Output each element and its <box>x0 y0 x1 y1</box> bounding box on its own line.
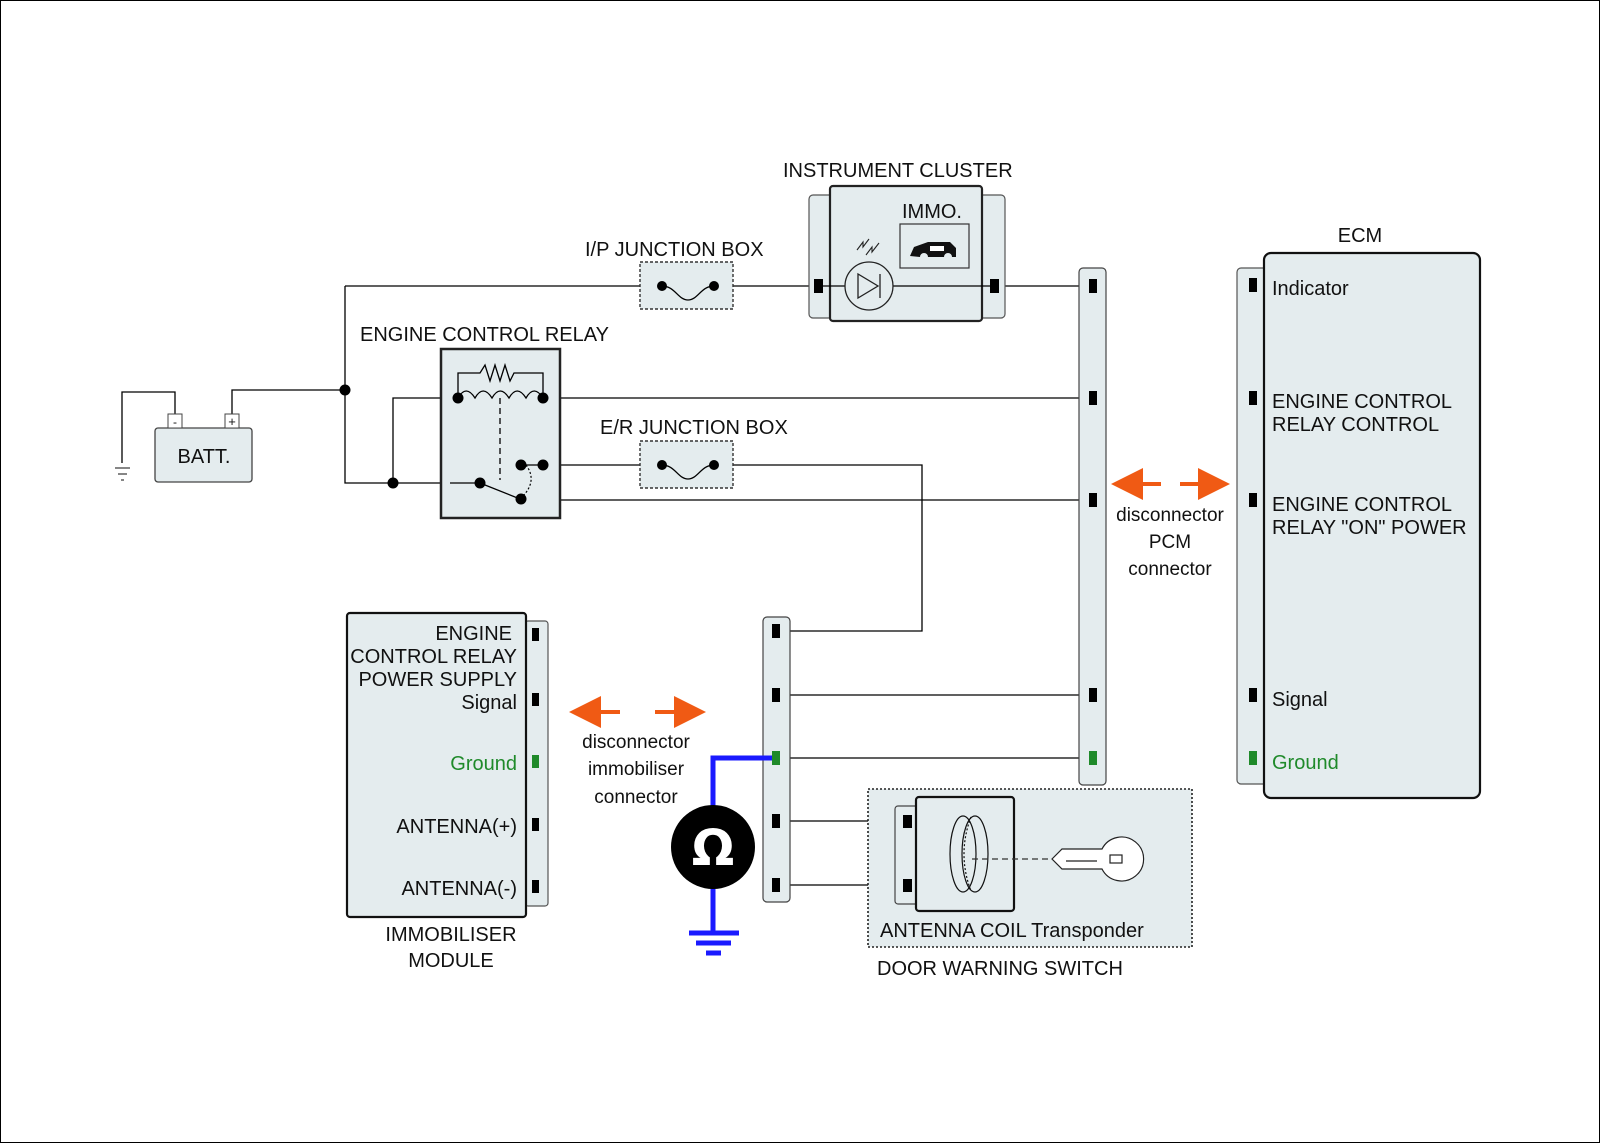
door-warning-switch-label: DOOR WARNING SWITCH <box>877 958 1123 980</box>
ecm-pin-signal: Signal <box>1272 689 1328 711</box>
immo-note-line3: connector <box>594 787 678 808</box>
ecm-pin-relay-on-power-1: ENGINE CONTROL <box>1272 494 1452 516</box>
light-emission-icon <box>856 238 880 256</box>
antenna-coil-transponder-label: ANTENNA COIL Transponder <box>880 920 1144 942</box>
immo-note-line2: immobiliser <box>588 759 685 780</box>
battery-plus-terminal: + <box>228 414 236 429</box>
ohmmeter-test-lead: Ω <box>671 755 772 956</box>
immo-pin-antenna-minus: ANTENNA(-) <box>401 878 517 900</box>
immobiliser-disconnect-annotation: disconnector immobiliser connector <box>569 696 706 808</box>
ecm-pin-relay-on-power-2: RELAY "ON" POWER <box>1272 517 1467 539</box>
immo-label: IMMO. <box>902 201 962 223</box>
immo-pin-power-1: ENGINE <box>435 623 512 645</box>
wire-relay-on-power <box>542 465 1089 501</box>
wire-batt-minus-ground <box>121 391 176 463</box>
key-icon <box>1051 836 1145 882</box>
pcm-disconnect-annotation: disconnector PCM connector <box>1111 468 1230 580</box>
pcm-note-line2: PCM <box>1149 532 1191 553</box>
relay-switch-arm <box>479 482 521 500</box>
ecm-pin-indicator: Indicator <box>1272 278 1349 300</box>
ecm: ECM Indicator ENGINE CONTROL RELAY CONTR… <box>1236 225 1482 800</box>
ecm-label: ECM <box>1338 225 1382 247</box>
junction-dots <box>339 384 399 489</box>
er-junction-box: E/R JUNCTION BOX <box>600 417 788 489</box>
ecm-pin-ground: Ground <box>1272 752 1339 774</box>
immo-note-line1: disconnector <box>582 732 690 753</box>
ohmmeter-icon <box>671 805 755 889</box>
immo-pin-power-2: CONTROL RELAY <box>350 646 517 668</box>
instrument-cluster: INSTRUMENT CLUSTER IMMO. <box>783 160 1013 323</box>
immobiliser-module: ENGINE CONTROL RELAY POWER SUPPLY Signal… <box>345 611 549 972</box>
immobiliser-connector-harness-side <box>762 616 791 903</box>
ip-junction-box-label: I/P JUNCTION BOX <box>585 239 764 261</box>
battery-label: BATT. <box>178 446 231 468</box>
immo-pin-ground: Ground <box>450 753 517 775</box>
immo-pin-signal: Signal <box>461 692 517 714</box>
pcm-note-line3: connector <box>1128 559 1212 580</box>
ecm-pin-relay-control-1: ENGINE CONTROL <box>1272 391 1452 413</box>
door-warning-switch: ANTENNA COIL Transponder DOOR WARNING SW… <box>867 788 1193 980</box>
engine-control-relay-label: ENGINE CONTROL RELAY <box>360 324 609 346</box>
wire-relay-coil-feed <box>392 397 452 483</box>
pcm-connector-harness-side <box>1078 267 1107 786</box>
ground-symbol-battery <box>115 467 130 481</box>
battery: - + BATT. <box>154 413 253 483</box>
er-junction-box-label: E/R JUNCTION BOX <box>600 417 788 439</box>
instrument-cluster-label: INSTRUMENT CLUSTER <box>783 160 1013 182</box>
antenna-coil-icon <box>949 815 989 893</box>
indicator-led-icon <box>844 261 894 311</box>
resistor-icon <box>457 362 544 397</box>
immobiliser-module-label-2: MODULE <box>408 950 494 972</box>
coil-icon <box>457 390 544 400</box>
ohm-symbol: Ω <box>692 819 735 877</box>
immobiliser-module-label-1: IMMOBILISER <box>385 924 516 946</box>
battery-minus-terminal: - <box>173 415 177 429</box>
ip-junction-box: I/P JUNCTION BOX <box>585 239 764 310</box>
pcm-note-line1: disconnector <box>1116 505 1224 526</box>
engine-control-relay: ENGINE CONTROL RELAY <box>360 324 609 520</box>
fuse-icon <box>661 285 715 301</box>
wire-batt-plus <box>231 389 345 425</box>
wire-main-bus <box>344 286 450 484</box>
wire-er-to-immo-connector <box>714 464 923 632</box>
immo-pin-antenna-plus: ANTENNA(+) <box>396 816 517 838</box>
fuse-icon <box>661 464 715 480</box>
immo-pin-power-3: POWER SUPPLY <box>358 669 517 691</box>
ecm-pin-relay-control-2: RELAY CONTROL <box>1272 414 1439 436</box>
